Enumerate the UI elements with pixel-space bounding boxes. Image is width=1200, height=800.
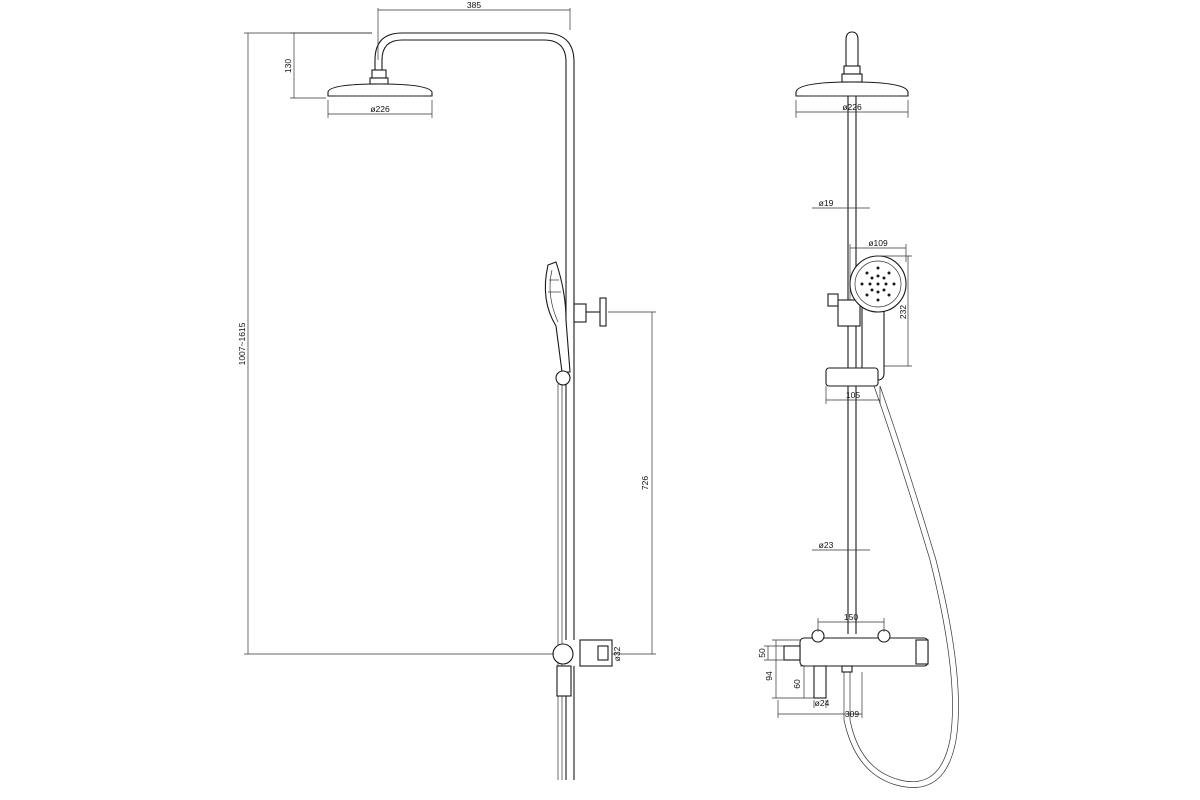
dim-upper-pipe: ø19 xyxy=(812,198,870,209)
rain-shower-head-front xyxy=(795,81,909,97)
head-connector xyxy=(371,69,387,79)
dim-mixer-depth: 309 xyxy=(777,672,863,719)
label-lower-pipe: ø23 xyxy=(819,540,834,550)
dim-spout-diameter: ø24 xyxy=(813,698,830,708)
label-pipe-diameter: ø32 xyxy=(612,646,622,661)
label-head-diameter-front: ø226 xyxy=(842,102,862,112)
label-arm-reach: 385 xyxy=(467,0,481,10)
riser-pipe xyxy=(381,39,567,640)
label-handshower-diameter: ø109 xyxy=(868,238,888,248)
label-mixer-centers: 150 xyxy=(844,612,858,622)
dim-mixer-height: 94 xyxy=(764,639,814,699)
label-upper-pipe: ø19 xyxy=(819,198,834,208)
dim-handshower-length: 232 xyxy=(878,255,912,367)
dim-spout-height: 60 xyxy=(792,665,814,698)
wall-bracket-upper xyxy=(599,297,607,327)
label-handshower-length: 232 xyxy=(898,305,908,319)
label-bracket-distance: 726 xyxy=(640,476,650,490)
slider-bracket xyxy=(573,303,587,323)
mixer-left-cap xyxy=(783,645,801,661)
dim-bracket-distance: 726 xyxy=(608,311,656,655)
hose-holder-front xyxy=(825,367,879,387)
label-total-height: 1007~1615 xyxy=(237,322,247,365)
dim-holder-width: 105 xyxy=(825,386,881,404)
spout-side xyxy=(556,665,572,697)
dim-arm-reach: 385 xyxy=(377,0,571,60)
label-head-height: 130 xyxy=(283,59,293,73)
dim-lower-pipe: ø23 xyxy=(812,540,870,551)
riser-top-cap xyxy=(845,31,859,67)
dim-handshower-diameter: ø109 xyxy=(849,238,907,300)
spout-front xyxy=(813,665,827,699)
hand-shower-nozzles xyxy=(860,266,896,302)
riser-pipe-inner xyxy=(374,32,575,640)
dim-pipe-diameter: ø32 xyxy=(611,646,622,662)
label-holder-width: 105 xyxy=(846,390,860,400)
shower-hose-front xyxy=(849,385,953,782)
shower-hose xyxy=(557,384,563,780)
slider-front xyxy=(837,299,861,327)
dim-head-diameter: ø226 xyxy=(327,100,433,118)
label-spout-height: 60 xyxy=(792,679,802,689)
mixer-body xyxy=(552,643,574,665)
dim-head-diameter-front: ø226 xyxy=(795,100,909,118)
mixer-right-knob xyxy=(915,639,929,665)
dim-mixer-top: 50 xyxy=(757,645,784,661)
label-mixer-top: 50 xyxy=(757,648,767,658)
label-mixer-height: 94 xyxy=(764,671,774,681)
hose-holder xyxy=(555,370,571,386)
dim-mixer-centers: 150 xyxy=(817,612,885,632)
label-spout-diameter: ø24 xyxy=(815,698,830,708)
dim-total-height: 1007~1615 xyxy=(237,32,554,655)
rain-shower-head xyxy=(327,83,433,97)
side-view: 385 130 ø226 1007~1615 726 xyxy=(237,0,656,780)
label-head-diameter-side: ø226 xyxy=(370,104,390,114)
label-mixer-depth: 309 xyxy=(845,709,859,719)
front-view: ø226 ø19 ø109 232 105 xyxy=(757,31,959,788)
